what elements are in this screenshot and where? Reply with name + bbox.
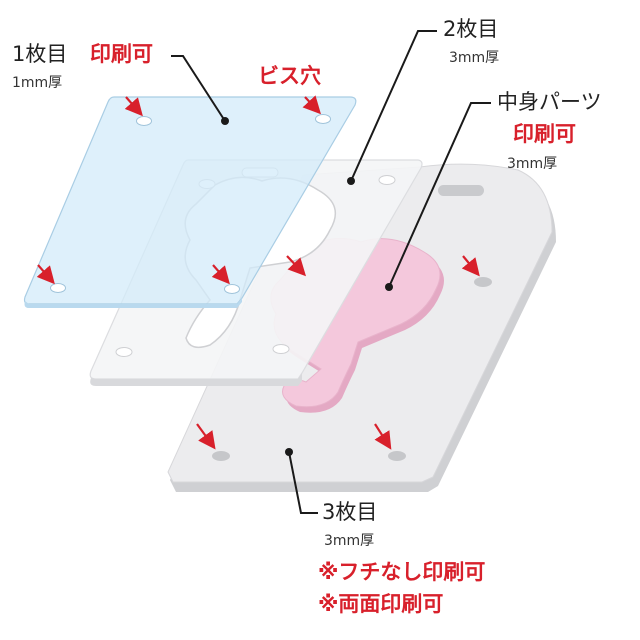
arrow [286,255,307,277]
layer1-sheet [23,96,357,308]
inner-part-title: 中身パーツ [497,90,602,114]
screw-hole [50,283,66,293]
layer3-thickness: 3mm厚 [324,533,375,549]
screw-hole [378,175,396,185]
layer1-print-label: 印刷可 [90,42,153,66]
screw-hole-label: ビス穴 [258,64,321,88]
leader-layer2 [350,30,437,182]
layer3-title: 3枚目 [322,500,378,524]
leader-inner [388,102,491,288]
arrow [36,264,55,285]
leader-layer3 [288,451,318,514]
sheet-plate-edge [24,298,242,308]
layer3-note-double-sided: ※両面印刷可 [318,592,444,616]
layer2-thickness: 3mm厚 [449,50,500,66]
arrow [461,255,480,277]
arrow [124,96,143,117]
inner-part-thickness: 3mm厚 [507,156,558,172]
screw-hole [136,116,152,126]
arrow [211,264,230,285]
screw-hole-arrows [36,95,480,450]
screw-hole [115,347,133,357]
layer1-thickness: 1mm厚 [12,75,63,91]
frame-plate-edge [90,373,302,386]
leader-layer1 [171,55,226,122]
layer1-title: 1枚目 [12,42,68,66]
screw-hole [224,284,240,294]
screw-hole [388,451,406,461]
layer2-title: 2枚目 [443,17,499,41]
inner-part-print-label: 印刷可 [513,122,576,146]
arrow [302,95,321,115]
base-plate-slot [438,185,484,196]
layer3-note-borderless: ※フチなし印刷可 [318,560,486,584]
leader-lines [171,30,491,514]
arrow [196,423,216,450]
screw-hole [474,277,492,287]
screw-hole [272,344,290,354]
arrow [374,423,392,450]
screw-hole [315,114,331,124]
screw-hole [212,451,230,461]
